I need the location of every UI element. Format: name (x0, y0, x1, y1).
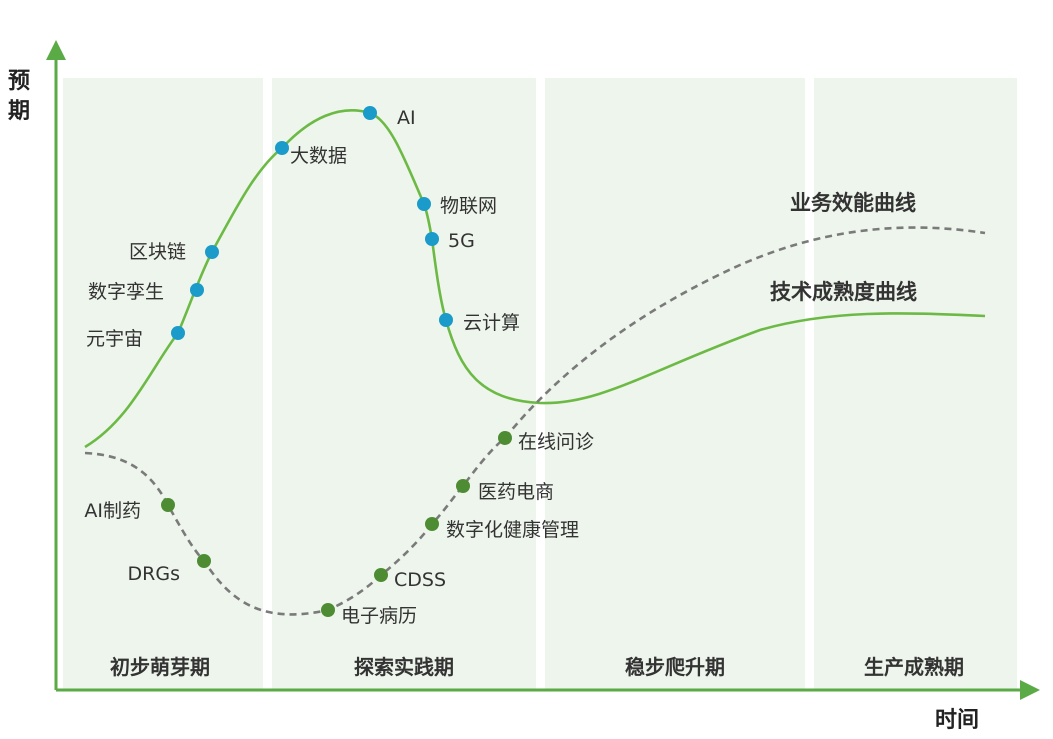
biz-point-digital-health (425, 517, 439, 531)
tech-point-label-big-data: 大数据 (290, 145, 347, 167)
biz-point-label-ai-pharma: AI制药 (84, 500, 141, 522)
y-axis-title-char: 期 (8, 99, 30, 124)
tech-point-blockchain (205, 245, 219, 259)
phase-label-4: 生产成熟期 (864, 655, 964, 679)
tech-point-label-ai: AI (397, 107, 416, 129)
y-axis-title-line1: 预期 (8, 69, 30, 124)
tech-point-label-digital-twin: 数字孪生 (88, 281, 164, 303)
tech-point-label-metaverse: 元宇宙 (86, 328, 143, 350)
tech-point-label-5g: 5G (448, 230, 475, 252)
tech-maturity-curve (84, 109, 986, 449)
tech-curve-label: 技术成熟度曲线 (770, 280, 917, 304)
tech-point-5g (425, 232, 439, 246)
axes (46, 40, 1040, 700)
biz-point-online-consult (498, 431, 512, 445)
tech-point-ai (363, 106, 377, 120)
phase-panel-4 (814, 78, 1017, 690)
y-axis-arrow (46, 40, 66, 60)
phase-panel-2 (272, 78, 536, 690)
phase-label-2: 探索实践期 (354, 655, 454, 679)
biz-point-pharma-ecommerce (456, 479, 470, 493)
business-curve-label: 业务效能曲线 (790, 191, 916, 215)
biz-point-emr (321, 603, 335, 617)
tech-point-label-iot: 物联网 (440, 195, 497, 217)
x-axis-title: 时间 (935, 708, 979, 733)
biz-point-label-digital-health: 数字化健康管理 (446, 519, 579, 541)
tech-points: 元宇宙 数字孪生 区块链 大数据 AI 物联网 5G 云计算 (86, 106, 520, 350)
tech-point-cloud (439, 313, 453, 327)
phase-panels (63, 78, 1017, 690)
phase-panel-3 (545, 78, 805, 690)
tech-point-big-data (275, 141, 289, 155)
biz-point-label-drgs: DRGs (128, 563, 180, 585)
tech-point-label-blockchain: 区块链 (129, 241, 186, 263)
biz-point-label-emr: 电子病历 (341, 605, 417, 627)
tech-point-iot (417, 197, 431, 211)
biz-point-label-cdss: CDSS (394, 569, 446, 591)
biz-point-label-pharma-ecommerce: 医药电商 (478, 481, 554, 503)
tech-point-metaverse (171, 326, 185, 340)
x-axis-arrow (1020, 680, 1040, 700)
phase-label-1: 初步萌芽期 (110, 655, 210, 679)
y-axis-title-char: 预 (8, 69, 30, 94)
phase-panel-1 (63, 78, 263, 690)
business-points: AI制药 DRGs 电子病历 CDSS 数字化健康管理 医药电商 在线问诊 (84, 431, 594, 627)
biz-point-cdss (374, 568, 388, 582)
biz-point-drgs (197, 554, 211, 568)
phase-label-3: 稳步爬升期 (625, 655, 725, 679)
tech-point-digital-twin (190, 283, 204, 297)
tech-point-label-cloud: 云计算 (463, 312, 520, 334)
biz-point-ai-pharma (161, 498, 175, 512)
biz-point-label-online-consult: 在线问诊 (518, 431, 594, 453)
